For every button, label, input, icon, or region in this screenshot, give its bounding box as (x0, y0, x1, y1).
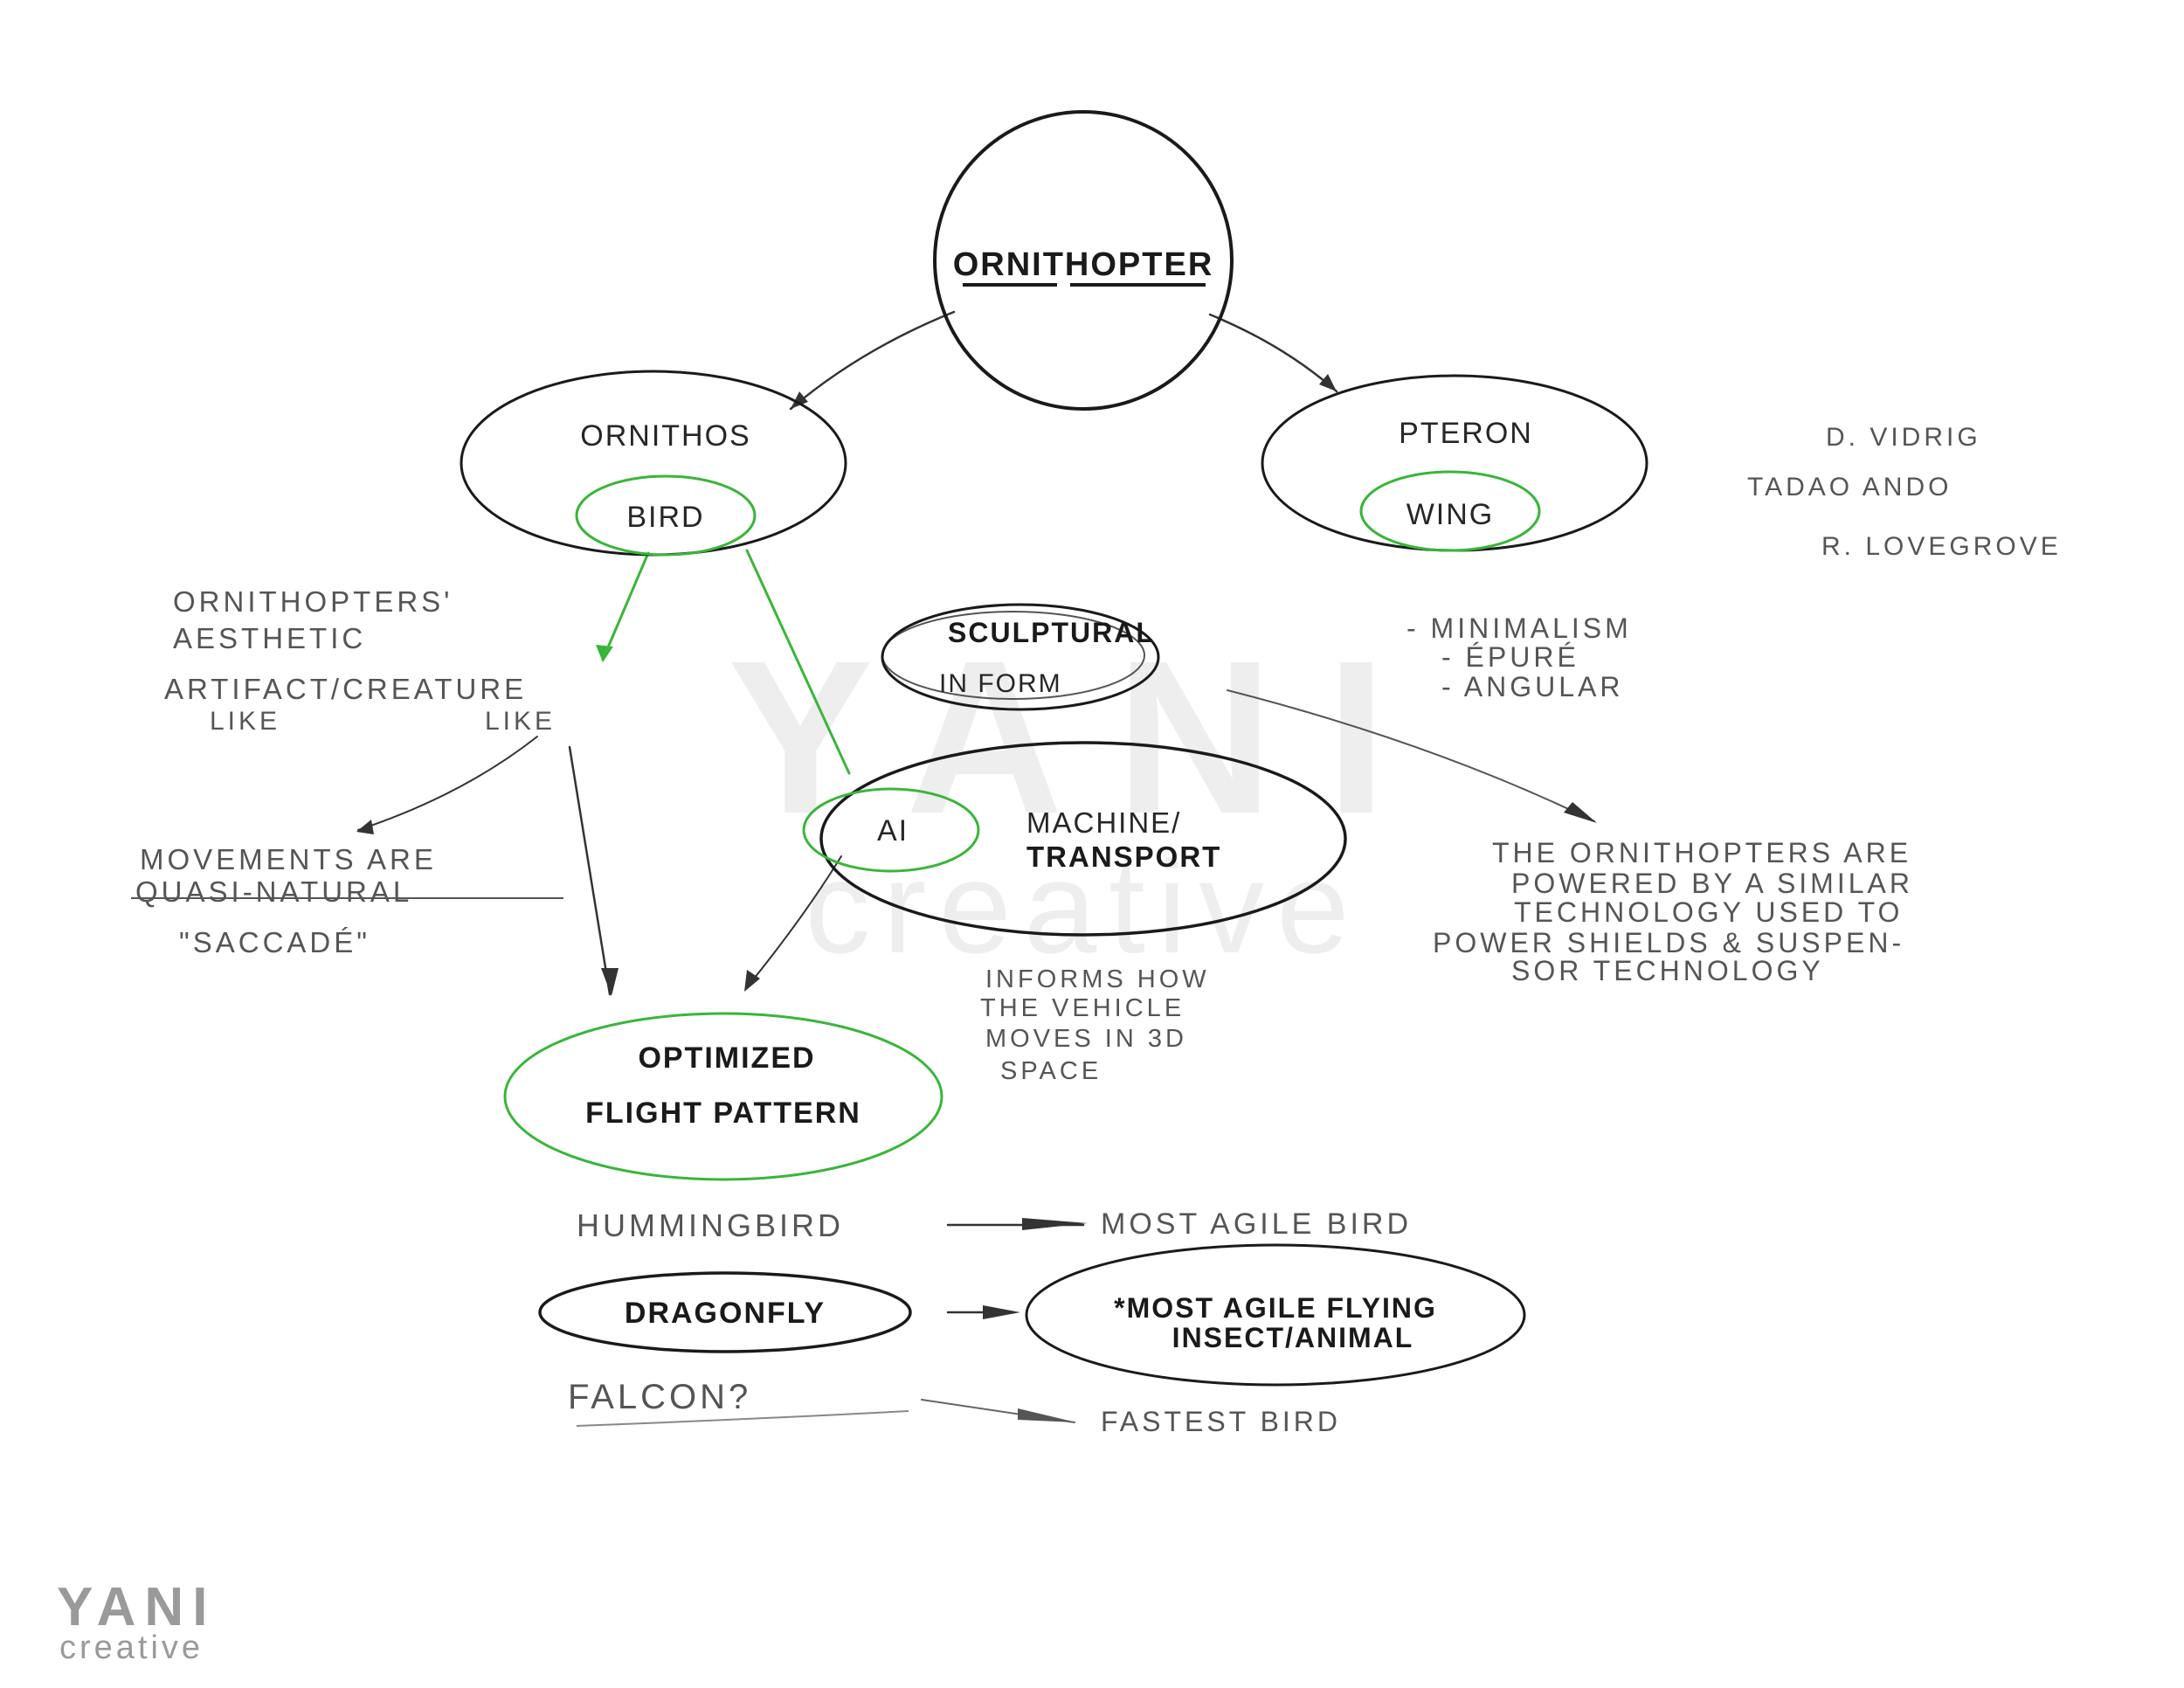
connector-bird-aesthetic (601, 551, 650, 661)
node-outline (575, 474, 757, 557)
arrowhead-icon (1564, 802, 1597, 823)
underline (576, 1410, 909, 1427)
watermark-mark: YANI (728, 615, 1439, 859)
node-outline (881, 603, 1160, 711)
node-label: MACHINE/ (1026, 806, 1181, 839)
node-most-agile: *MOST AGILE FLYING INSECT/ANIMAL (1025, 1243, 1526, 1387)
note-line: POWER SHIELDS & SUSPEN- (1433, 927, 1904, 958)
node-ornithos: ORNITHOS (460, 370, 847, 557)
reference-item: TADAO ANDO (1747, 473, 1952, 502)
references: D. VIDRIG TADAO ANDO R. LOVEGROVE (1747, 423, 2062, 561)
node-label: ORNITHOS (580, 419, 750, 453)
node-outline (1359, 470, 1541, 552)
note-line: - ANGULAR (1441, 671, 1623, 702)
note-line: ORNITHOPTERS' (173, 585, 453, 618)
node-wing: WING (1359, 470, 1541, 552)
note-line: THE ORNITHOPTERS ARE (1492, 837, 1911, 868)
note-line: - ÉPURÉ (1441, 641, 1579, 673)
note-line: SOR TECHNOLOGY (1511, 955, 1824, 986)
node-outline (819, 741, 1347, 937)
note-line: INFORMS HOW (985, 965, 1210, 993)
node-machine: MACHINE/ TRANSPORT (819, 741, 1347, 937)
reference-item: R. LOVEGROVE (1821, 532, 2062, 561)
logo-sub: creative (59, 1629, 204, 1666)
node-ornithopter: ORNITHOPTER (933, 110, 1234, 411)
node-label: WING (1406, 498, 1495, 531)
note-line: ARTIFACT/CREATURE (164, 673, 527, 705)
note-line: - MINIMALISM (1406, 612, 1632, 644)
note-line: MOVES IN 3D (985, 1025, 1187, 1053)
watermark: YANI creative (728, 615, 1439, 980)
brand-logo: YANI creative (57, 1577, 216, 1666)
node-bird: BIRD (575, 474, 757, 557)
connector-ai-optimized (746, 855, 842, 988)
arrowhead-icon (1319, 374, 1337, 391)
arrowhead-icon (744, 970, 760, 992)
note-line: TECHNOLOGY USED TO (1514, 896, 1903, 928)
node-label: FLIGHT PATTERN (585, 1097, 861, 1130)
note-line: MOST AGILE BIRD (1101, 1207, 1412, 1241)
node-label: SCULPTURAL (948, 617, 1155, 648)
node-outline (1025, 1243, 1526, 1387)
note-line: HUMMINGBIRD (577, 1207, 844, 1243)
connector-root-pteron (1208, 313, 1338, 393)
connectors (356, 310, 1597, 1423)
note-style: - MINIMALISM - ÉPURÉ - ANGULAR (1406, 612, 1632, 702)
node-label: *MOST AGILE FLYING (1114, 1292, 1437, 1324)
node-label: BIRD (626, 501, 704, 534)
reference-item: D. VIDRIG (1826, 423, 1981, 452)
node-sculptural: SCULPTURAL IN FORM (881, 603, 1160, 711)
node-dragonfly: DRAGONFLY (538, 1271, 912, 1353)
node-outline (802, 787, 980, 873)
arrowhead-icon (983, 1305, 1020, 1319)
connector-creature-optimized (568, 745, 612, 996)
node-label: ORNITHOPTER (953, 246, 1214, 283)
node-label: INSECT/ANIMAL (1172, 1322, 1414, 1353)
note-powered: THE ORNITHOPTERS ARE POWERED BY A SIMILA… (1433, 837, 1913, 986)
node-ai: Ai (802, 787, 980, 873)
note-aesthetic: ORNITHOPTERS' AESTHETIC ARTIFACT/CREATUR… (164, 585, 556, 736)
note-line: LIKE (210, 707, 280, 736)
note-line: FASTEST BIRD (1101, 1406, 1341, 1437)
arrowhead-icon (601, 968, 619, 996)
connector-root-ornithos (789, 310, 956, 411)
note-line: "SACCADÉ" (179, 926, 370, 958)
node-label: TRANSPORT (1026, 841, 1221, 873)
arrowhead-icon (356, 820, 374, 834)
arrowhead-icon (791, 391, 808, 409)
node-optimized: OPTIMIZED FLIGHT PATTERN (503, 1012, 943, 1181)
note-informs: INFORMS HOW THE VEHICLE MOVES IN 3D SPAC… (980, 965, 1210, 1085)
node-outline (933, 110, 1234, 411)
node-label: Ai (877, 814, 909, 847)
note-line: LIKE (485, 707, 556, 736)
arrowhead-icon (596, 645, 613, 662)
note-line: FALCON? (568, 1378, 751, 1416)
note-line: MOVEMENTS ARE (140, 843, 437, 875)
connector-creature-movements (357, 736, 538, 831)
node-label: IN FORM (939, 669, 1062, 698)
logo-mark: YANI (57, 1577, 216, 1637)
row-falcon: FALCON? FASTEST BIRD (568, 1378, 1341, 1437)
note-line: SPACE (1000, 1057, 1102, 1085)
node-label: PTERON (1399, 417, 1533, 450)
note-movements: MOVEMENTS ARE QUASI-NATURAL "SACCADÉ" (131, 843, 563, 958)
arrowhead-icon (1018, 1408, 1076, 1422)
note-line: AESTHETIC (173, 622, 366, 654)
note-line: THE VEHICLE (980, 994, 1185, 1022)
node-outline (538, 1271, 912, 1353)
node-outline (503, 1012, 943, 1181)
row-hummingbird: HUMMINGBIRD MOST AGILE BIRD (577, 1207, 1412, 1243)
connector-bird-ai (745, 549, 851, 775)
arrowhead-icon (1022, 1218, 1088, 1230)
note-line: POWERED BY A SIMILAR (1511, 868, 1913, 899)
node-label: OPTIMIZED (638, 1041, 815, 1075)
connector-sculptural-powered (1227, 689, 1595, 822)
note-line: QUASI-NATURAL (135, 875, 412, 908)
node-label: DRAGONFLY (625, 1297, 826, 1330)
